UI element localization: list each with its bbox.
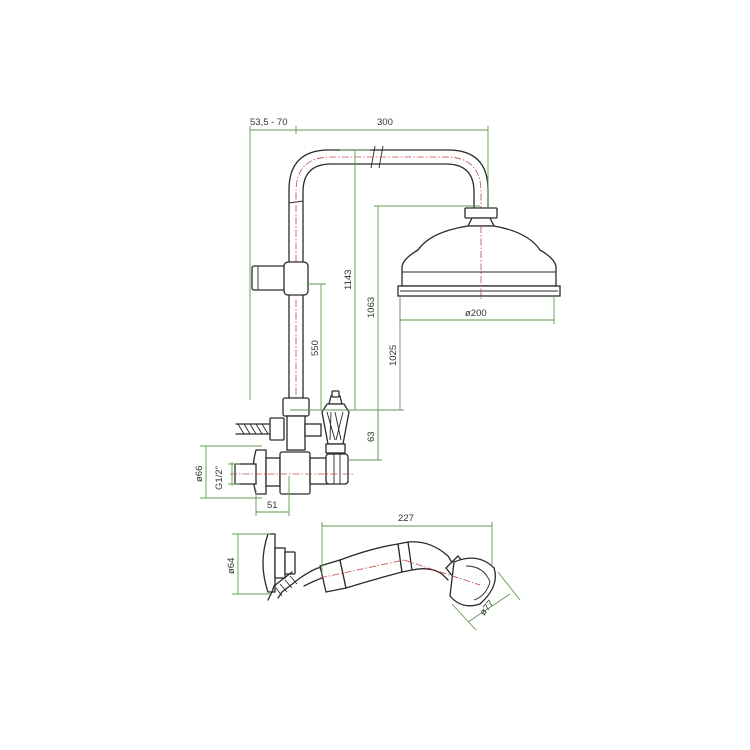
dim-slider-height: 550 — [310, 340, 321, 356]
dim-height-arm: 1063 — [366, 297, 377, 318]
dim-hose-flange: ø64 — [226, 558, 237, 574]
dim-valve-offset: 63 — [366, 431, 377, 442]
dim-reach: 300 — [377, 117, 393, 128]
lever-handle — [321, 390, 350, 454]
dim-height-head: 1025 — [388, 345, 399, 366]
dim-handset-length: 227 — [398, 513, 414, 524]
shower-head — [397, 207, 561, 300]
dim-inlet-thread: G1/2" — [214, 466, 225, 490]
dim-wall-depth: 51 — [267, 500, 278, 511]
valve-body — [230, 449, 355, 495]
handset — [299, 541, 497, 607]
dim-wall-flange: ø66 — [194, 466, 205, 482]
dimension-lines — [200, 126, 555, 631]
slider-bracket — [251, 261, 309, 296]
hose-wall-outlet — [262, 533, 301, 601]
dim-shower-head: ø200 — [465, 308, 487, 319]
dim-offset-range: 53,5 - 70 — [250, 117, 288, 128]
shower-column — [288, 145, 489, 410]
dim-height-overall: 1143 — [343, 270, 354, 290]
dimension-labels: 53,5 - 70 300 1143 1063 1025 550 63 ø66 … — [194, 117, 496, 618]
diverter-tee — [235, 397, 322, 451]
